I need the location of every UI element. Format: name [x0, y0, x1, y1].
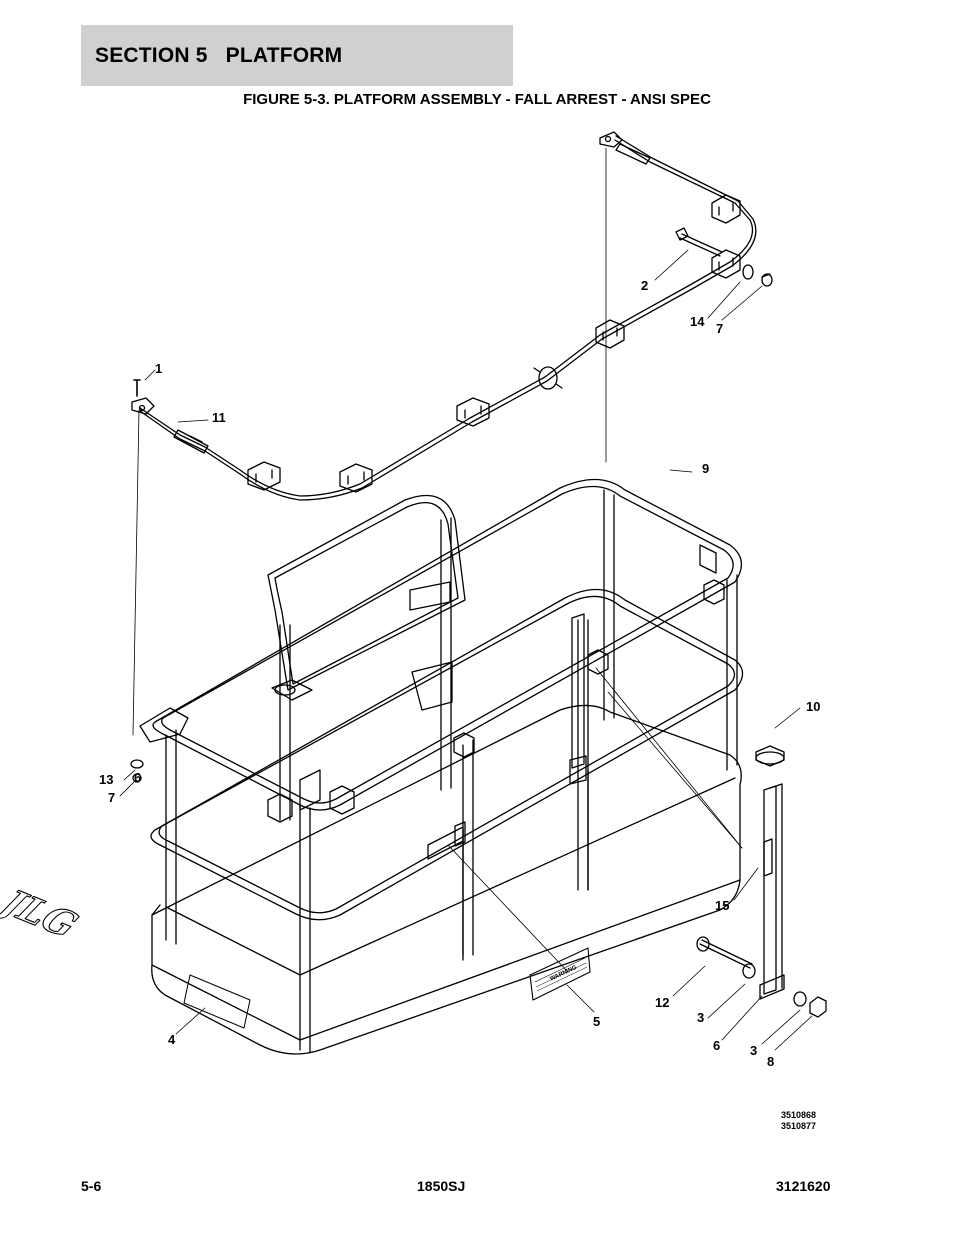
jlg-logo: JLG [0, 879, 86, 946]
alignment-lines [132, 147, 607, 736]
section-number: SECTION 5 [95, 43, 208, 67]
callout-3-first: 3 [697, 1010, 705, 1025]
lifeline-cable [131, 131, 757, 501]
removable-post [130, 745, 827, 1018]
callout-5: 5 [593, 1014, 601, 1029]
callout-13: 13 [99, 772, 114, 787]
callout-15: 15 [715, 898, 730, 913]
drawing-number-2: 3510877 [781, 1121, 817, 1131]
callout-3-second: 3 [750, 1043, 758, 1058]
footer-page-number: 5-6 [81, 1178, 102, 1194]
section-header: SECTION 5 PLATFORM [81, 25, 513, 86]
callout-6-right: 6 [713, 1038, 721, 1053]
section-title: PLATFORM [225, 43, 343, 67]
drawing-number-1: 3510868 [781, 1110, 817, 1120]
platform-basket [151, 581, 742, 1055]
callout-7-left: 7 [108, 790, 116, 805]
footer-model: 1850SJ [417, 1178, 466, 1194]
callout-11: 11 [212, 410, 226, 425]
callout-6-left: 6 [134, 770, 142, 785]
cable-brackets [247, 194, 741, 493]
callout-1: 1 [155, 361, 163, 376]
callout-12: 12 [655, 995, 670, 1010]
footer-doc-number: 3121620 [776, 1178, 831, 1194]
callout-2: 2 [641, 278, 649, 293]
leader-lines [119, 249, 813, 1051]
figure-title: FIGURE 5-3. PLATFORM ASSEMBLY - FALL ARR… [243, 91, 711, 108]
callout-9: 9 [702, 461, 710, 476]
callout-14: 14 [690, 314, 705, 329]
jlg-logo-text: JLG [0, 880, 86, 946]
drawing-numbers: 3510868 3510877 [781, 1110, 816, 1132]
callout-4: 4 [168, 1032, 176, 1047]
bolt-hardware-top [675, 227, 773, 287]
platform-top-rail [139, 478, 744, 1053]
callout-10: 10 [806, 699, 821, 714]
callout-8: 8 [767, 1054, 775, 1069]
callout-7-top: 7 [716, 321, 724, 336]
